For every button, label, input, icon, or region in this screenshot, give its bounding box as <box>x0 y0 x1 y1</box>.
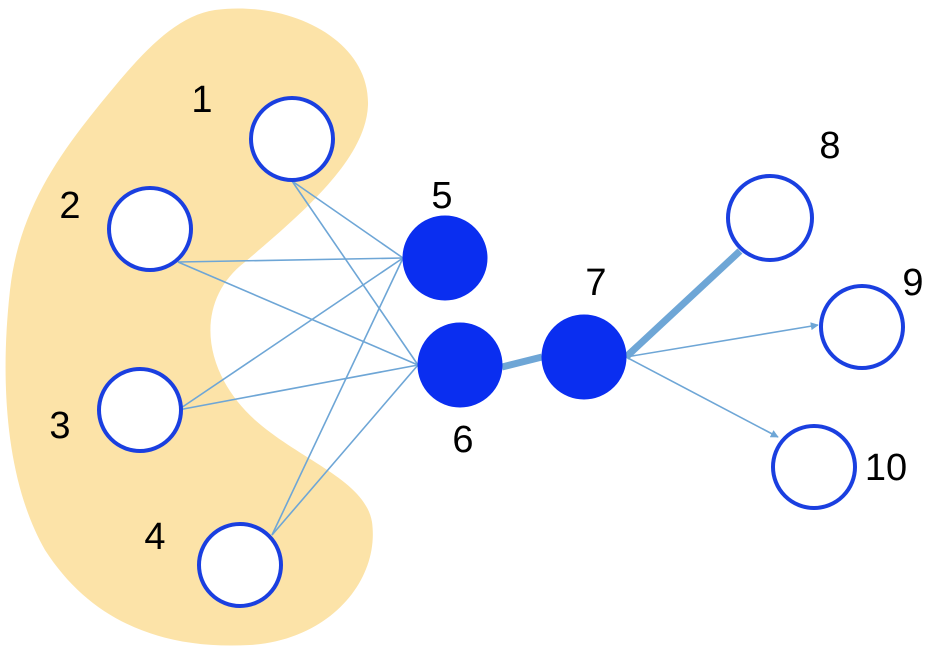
node-label-9: 9 <box>902 262 923 304</box>
highlight-region <box>5 8 373 646</box>
node-1 <box>249 96 335 182</box>
node-6 <box>417 322 503 408</box>
node-10 <box>771 424 857 510</box>
node-4 <box>197 522 283 608</box>
edge-4-6 <box>271 364 419 536</box>
edge-7-8 <box>623 248 743 360</box>
node-label-2: 2 <box>59 185 80 227</box>
node-label-7: 7 <box>585 262 606 304</box>
node-3 <box>97 367 183 453</box>
node-label-8: 8 <box>819 125 840 167</box>
node-label-1: 1 <box>191 79 212 121</box>
edge-3-5 <box>177 257 404 411</box>
node-8 <box>726 174 814 262</box>
node-2 <box>107 186 193 272</box>
node-9 <box>819 284 905 370</box>
node-label-5: 5 <box>431 175 452 217</box>
node-label-4: 4 <box>144 516 165 558</box>
node-label-6: 6 <box>452 419 473 461</box>
node-7 <box>541 314 627 400</box>
edge-2-5 <box>177 257 404 263</box>
nodes-layer <box>97 96 905 608</box>
edge-1-5 <box>291 180 404 259</box>
labels-layer: 1 2 3 4 5 6 7 8 9 10 <box>49 79 923 558</box>
node-5 <box>402 215 488 301</box>
edge-7-9 <box>625 322 819 358</box>
edge-1-6 <box>291 180 419 366</box>
edge-6-7 <box>501 353 543 371</box>
edges-layer <box>177 180 819 536</box>
edge-3-6 <box>177 364 419 411</box>
edge-7-10 <box>625 356 779 438</box>
edge-2-6 <box>177 261 419 366</box>
node-label-10: 10 <box>865 447 907 489</box>
edge-4-5 <box>271 257 404 536</box>
node-label-3: 3 <box>49 405 70 447</box>
